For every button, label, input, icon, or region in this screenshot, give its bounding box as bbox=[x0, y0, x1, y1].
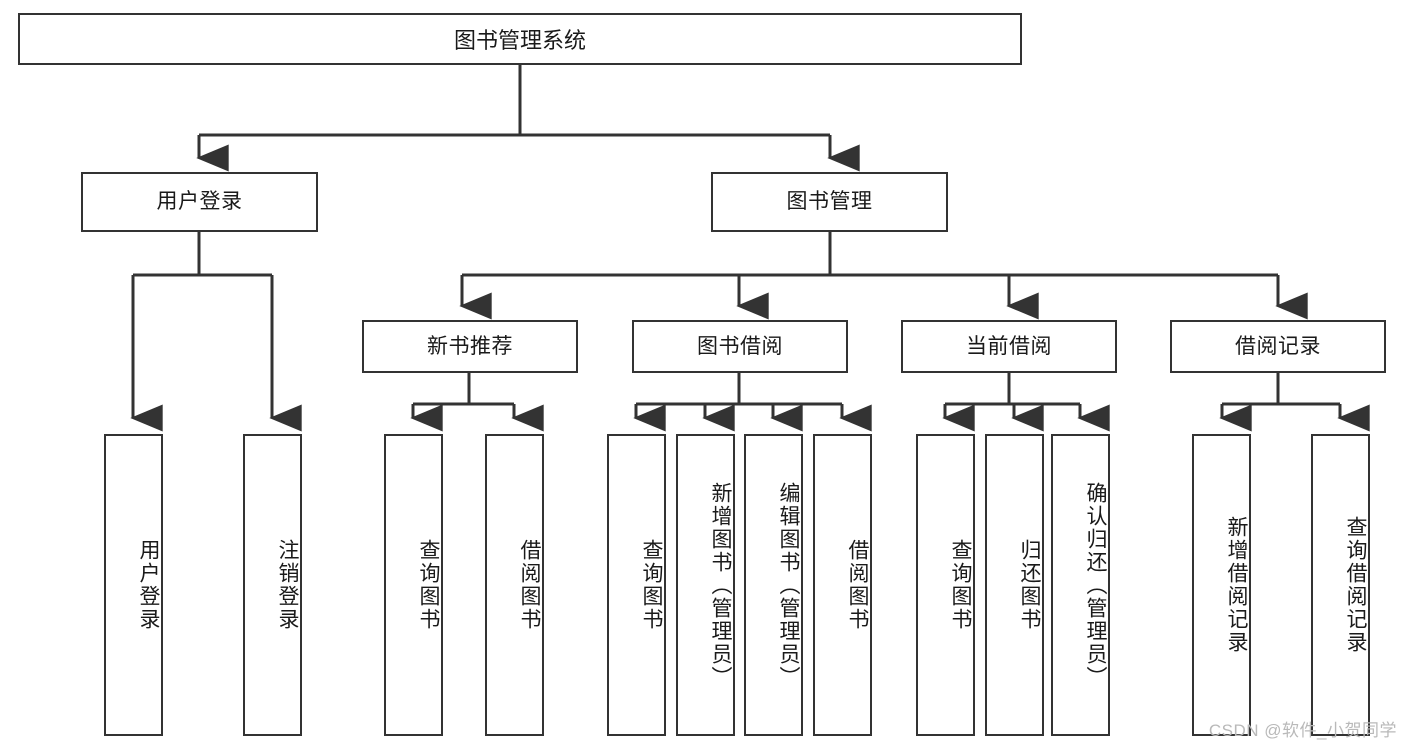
node-label: 借阅图书 bbox=[518, 539, 541, 631]
node-label: 新增借阅记录 bbox=[1225, 516, 1248, 654]
node-label: 确认归还（管理员） bbox=[1084, 481, 1107, 689]
leaf-query-book-current[interactable]: 查询图书 bbox=[916, 434, 975, 736]
node-label: 归还图书 bbox=[1018, 539, 1041, 631]
leaf-add-borrow-record[interactable]: 新增借阅记录 bbox=[1192, 434, 1251, 736]
node-label: 查询借阅记录 bbox=[1344, 516, 1367, 654]
leaf-query-book-borrow[interactable]: 查询图书 bbox=[607, 434, 666, 736]
node-book-management[interactable]: 图书管理 bbox=[711, 172, 948, 232]
leaf-add-book-admin[interactable]: 新增图书（管理员） bbox=[676, 434, 735, 736]
node-label: 图书借阅 bbox=[697, 334, 783, 358]
node-book-borrow[interactable]: 图书借阅 bbox=[632, 320, 848, 373]
leaf-edit-book-admin[interactable]: 编辑图书（管理员） bbox=[744, 434, 803, 736]
node-label: 图书管理 bbox=[786, 190, 873, 214]
node-label: 当前借阅 bbox=[966, 334, 1052, 358]
leaf-confirm-return-admin[interactable]: 确认归还（管理员） bbox=[1051, 434, 1110, 736]
node-borrow-record[interactable]: 借阅记录 bbox=[1170, 320, 1386, 373]
node-label: 用户登录 bbox=[156, 190, 243, 214]
node-label: 用户登录 bbox=[137, 539, 160, 631]
node-current-borrow[interactable]: 当前借阅 bbox=[901, 320, 1117, 373]
node-label: 编辑图书（管理员） bbox=[777, 481, 800, 689]
leaf-borrow-book[interactable]: 借阅图书 bbox=[813, 434, 872, 736]
node-label: 查询图书 bbox=[417, 539, 440, 631]
node-new-book-recommend[interactable]: 新书推荐 bbox=[362, 320, 578, 373]
node-label: 注销登录 bbox=[276, 539, 299, 631]
node-label: 查询图书 bbox=[640, 539, 663, 631]
leaf-return-book[interactable]: 归还图书 bbox=[985, 434, 1044, 736]
node-label: 借阅记录 bbox=[1235, 334, 1321, 358]
leaf-query-book-newbook[interactable]: 查询图书 bbox=[384, 434, 443, 736]
leaf-user-login[interactable]: 用户登录 bbox=[104, 434, 163, 736]
watermark: CSDN @软件_小贺同学 bbox=[1208, 721, 1397, 740]
node-user-login[interactable]: 用户登录 bbox=[81, 172, 318, 232]
node-label: 新增图书（管理员） bbox=[709, 481, 732, 689]
node-label: 借阅图书 bbox=[846, 539, 869, 631]
leaf-borrow-book-newbook[interactable]: 借阅图书 bbox=[485, 434, 544, 736]
leaf-logout[interactable]: 注销登录 bbox=[243, 434, 302, 736]
node-label: 图书管理系统 bbox=[453, 28, 586, 53]
node-label: 查询图书 bbox=[949, 539, 972, 631]
leaf-query-borrow-record[interactable]: 查询借阅记录 bbox=[1311, 434, 1370, 736]
node-root-system[interactable]: 图书管理系统 bbox=[18, 13, 1022, 65]
node-label: 新书推荐 bbox=[427, 334, 513, 358]
